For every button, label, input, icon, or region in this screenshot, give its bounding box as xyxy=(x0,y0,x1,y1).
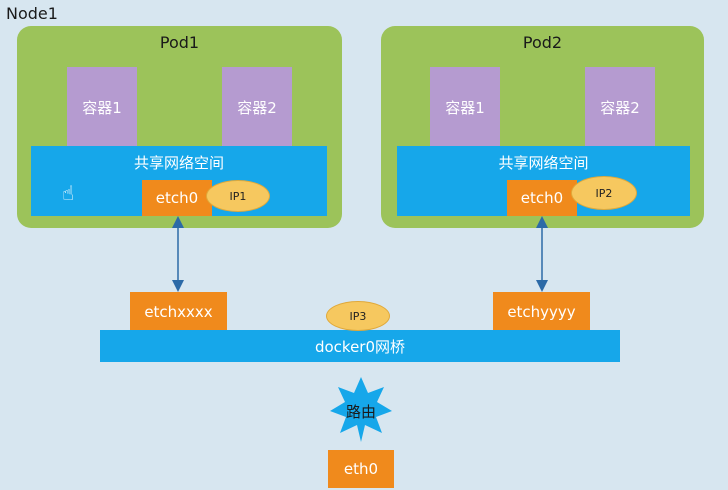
pod-2-veth: etch0 xyxy=(507,180,577,216)
host-veth-2: etchyyyy xyxy=(493,292,590,332)
eth0: eth0 xyxy=(328,450,394,488)
host-veth-1: etchxxxx xyxy=(130,292,227,332)
pod-2-title: Pod2 xyxy=(522,33,563,52)
router-star-icon xyxy=(330,377,392,442)
pod-1-container-1: 容器1 xyxy=(67,67,137,147)
hand-cursor-icon: ☝ xyxy=(62,181,75,205)
pod-1-shared-network-label: 共享网络空间 xyxy=(133,154,224,172)
pod-1-veth: etch0 xyxy=(142,180,212,216)
pod-1-ip: IP1 xyxy=(206,180,270,212)
pod-1-title: Pod1 xyxy=(159,33,200,52)
pod-2-ip: IP2 xyxy=(571,176,637,210)
docker0-bridge: docker0网桥 xyxy=(100,330,620,362)
pod-2-container-1: 容器1 xyxy=(430,67,500,147)
pod-2-container-2: 容器2 xyxy=(585,67,655,147)
pod-1-container-2: 容器2 xyxy=(222,67,292,147)
router-label: 路由 xyxy=(345,403,376,421)
node-label: Node1 xyxy=(6,4,58,23)
bridge-ip: IP3 xyxy=(326,301,390,331)
pod-2-shared-network-label: 共享网络空间 xyxy=(498,154,589,172)
